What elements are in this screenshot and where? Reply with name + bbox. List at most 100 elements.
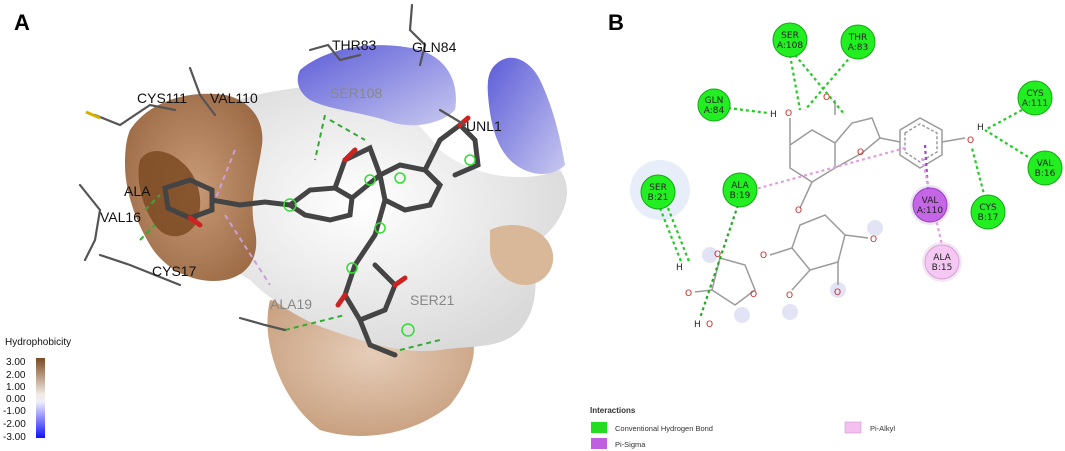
hbond-dash-3: [144, 194, 161, 211]
ligand-sugar: [422, 121, 481, 178]
hb-thr83: [804, 54, 853, 111]
residue-ala15: ALA B:15: [924, 244, 960, 280]
disk-ala15: [924, 244, 960, 280]
scale-tick-6: -3.00: [3, 432, 26, 443]
disk-thr83: [840, 24, 876, 60]
scale-title: Hydrophobicity: [5, 337, 71, 348]
ala15-line2: B:15: [932, 263, 953, 273]
ligand-tail: [357, 317, 398, 358]
ligand-o-5: [335, 292, 348, 308]
panel-a-surface: [125, 45, 568, 436]
hb-gln84: [727, 106, 769, 115]
gln84-line1: GLN: [705, 96, 724, 106]
pi-dash-2: [224, 214, 271, 286]
residue-ser108: SER A:108: [772, 22, 808, 58]
residue-sticks: [78, 3, 467, 332]
hbond-ring-6: [346, 262, 358, 274]
disk-val16: [1027, 150, 1063, 186]
residue-cys17: CYS B:17: [970, 194, 1006, 230]
disk-val110: [912, 187, 948, 223]
sugar-ring: [791, 214, 846, 271]
surface-tan-lower: [267, 300, 474, 436]
atom-o-2: O: [786, 291, 793, 301]
ligand-sticks: [162, 121, 481, 358]
ser21-line1: SER: [649, 183, 667, 193]
halo-atom-4: [830, 282, 846, 298]
atom-o-3: O: [834, 288, 841, 298]
ala19-line1: ALA: [731, 181, 749, 191]
hbond-ring-4: [464, 154, 476, 166]
legend-label-pialkyl: Pi-Alkyl: [870, 424, 895, 433]
hb-ser21-b: [666, 207, 692, 265]
atom-o-4p: O: [967, 136, 974, 146]
hbond-dash-5: [284, 314, 346, 331]
label-ser108: SER108: [330, 85, 382, 101]
halo-atom-2: [734, 307, 750, 323]
stick-unl1: [438, 108, 467, 127]
interaction-lines-2d: [658, 54, 1034, 319]
atom-h-furan-bottom: H: [694, 320, 701, 330]
ligand-ring-right: [377, 162, 444, 213]
atom-o-furan-r: O: [750, 290, 757, 300]
legend-swatch-pisigma: [591, 438, 607, 449]
hbond-ring-7: [401, 323, 415, 337]
legend-swatch-hbond: [591, 422, 607, 433]
residue-nodes: SER A:108 THR A:83 GLN A:84 CYS A:111 VA…: [640, 22, 1063, 280]
hbond-ring-1: [283, 198, 297, 212]
atom-labels: O O H O O H O O O O O O O O H O H: [676, 93, 984, 330]
ligand-o-2: [342, 147, 358, 163]
disk-ala19: [722, 172, 758, 208]
ala15-line1: ALA: [933, 253, 951, 263]
ring-b: [899, 117, 943, 169]
residue-val110: VAL A:110: [912, 187, 948, 223]
scale-tick-3: 0.00: [6, 394, 26, 405]
label-val16: VAL16: [100, 209, 141, 225]
ligand-ring-left: [162, 177, 215, 221]
cys111-line2: A:111: [1022, 99, 1048, 109]
label-unl1: UNL1: [466, 118, 502, 134]
sugar-oh2: [791, 269, 811, 291]
stick-sulfur: [85, 110, 101, 120]
surface-blue-top: [297, 45, 456, 126]
halo-atom-1: [702, 247, 718, 263]
hbond-dash-1: [314, 114, 326, 161]
hydrophobicity-scale: Hydrophobicity 3.00 2.00 1.00 0.00 -1.00…: [3, 337, 71, 443]
stick-thr83: [408, 3, 427, 67]
hbond-ring-2: [364, 174, 376, 186]
atom-o-furan-ch2: O: [685, 289, 692, 299]
hb-val16: [984, 129, 1034, 161]
val16-line2: B:16: [1035, 169, 1056, 179]
ala19-line2: B:19: [730, 191, 751, 201]
ring-b-inner: [904, 123, 938, 163]
label-gln84: GLN84: [412, 39, 457, 55]
sugar-ch2: [844, 234, 869, 239]
ligand-o-1: [187, 215, 203, 228]
ligand-lower: [342, 197, 398, 324]
panel-label-b: B: [608, 10, 624, 35]
scale-tick-0: 3.00: [6, 357, 26, 368]
label-thr83: THR83: [332, 37, 377, 53]
furanose: [711, 257, 756, 306]
ligand-ring-mid: [285, 185, 355, 223]
legend-swatch-pialkyl: [844, 421, 862, 434]
ser108-line2: A:108: [777, 41, 803, 51]
atom-o-link: O: [760, 251, 767, 261]
halo-atom-5: [867, 220, 883, 236]
label-ala: ALA: [124, 183, 151, 199]
scale-tick-2: 1.00: [6, 382, 26, 393]
label-ser21: SER21: [410, 292, 455, 308]
hbond-ring-3: [394, 172, 406, 184]
ligand-o-4: [392, 275, 408, 288]
residue-ala19: ALA B:19: [722, 172, 758, 208]
atom-h-5: H: [770, 110, 777, 120]
hbond-dash-6: [399, 339, 441, 351]
ligand-2d: [694, 100, 966, 306]
legend-label-hbond: Conventional Hydrogen Bond: [615, 424, 713, 433]
hb-cys111: [984, 109, 1023, 131]
cys17-line1: CYS: [979, 203, 997, 213]
residue-cys111: CYS A:111: [1017, 80, 1053, 116]
thr83-line2: A:83: [848, 43, 868, 53]
bond-a-glyco: [799, 181, 813, 209]
legend-title: Interactions: [590, 406, 636, 415]
